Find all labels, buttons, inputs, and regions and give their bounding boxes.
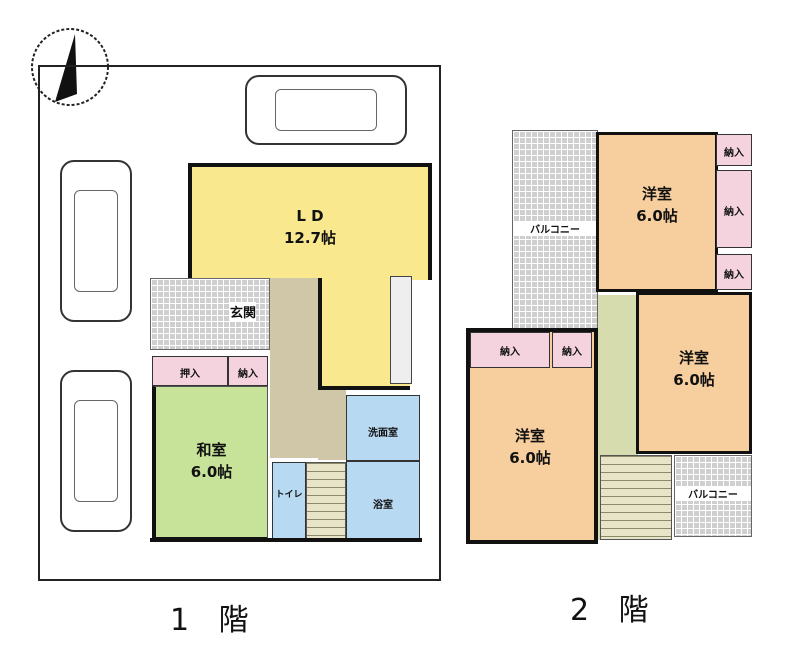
nouryu-closet: 納入 — [228, 356, 268, 386]
floor2-title: 2 階 — [570, 593, 659, 628]
stairs-floor2 — [600, 455, 672, 540]
floor1-lot-boundary — [38, 65, 441, 581]
hallway — [270, 278, 318, 458]
toilet-room: トイレ — [272, 462, 306, 540]
car-left-upper — [60, 160, 132, 322]
yokushitsu-room: 浴室 — [346, 461, 420, 541]
senmen-room: 洗面室 — [346, 395, 420, 461]
balcony-left: バルコニー — [512, 130, 598, 330]
compass-icon — [25, 22, 115, 112]
storage-5: 納入 — [552, 332, 592, 368]
hallway-lower — [318, 390, 346, 460]
storage-4: 納入 — [470, 332, 550, 368]
car-top — [245, 75, 407, 145]
storage-3: 納入 — [716, 254, 752, 290]
stairs-floor1 — [306, 462, 346, 540]
storage-2: 納入 — [716, 170, 752, 248]
car-left-lower — [60, 370, 132, 532]
floor1-title: 1 階 — [170, 603, 259, 638]
floor1-wall-bottom — [150, 538, 422, 542]
storage-1: 納入 — [716, 134, 752, 166]
genkan-label: 玄関 — [230, 302, 257, 321]
oshiire-closet: 押入 — [152, 356, 228, 386]
balcony-right: バルコニー — [674, 455, 752, 537]
kitchen-counter — [390, 276, 412, 384]
ld-room — [188, 163, 432, 280]
